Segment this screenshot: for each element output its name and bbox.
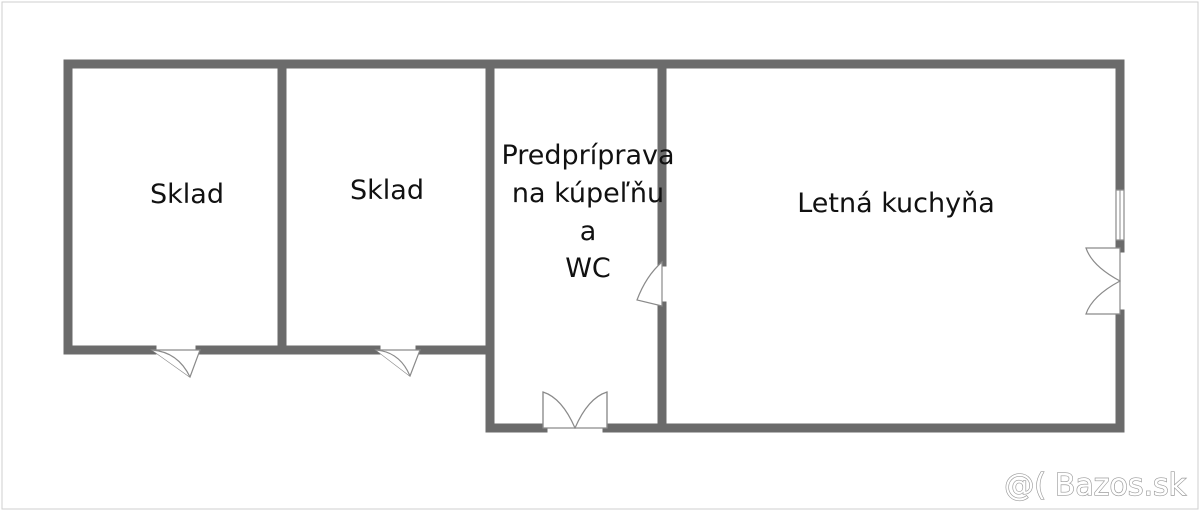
label-predpriprava-line-1: Predprípravа (501, 140, 674, 171)
label-sklad-1: Sklad (150, 179, 224, 210)
door-kuchyna-inner (636, 260, 663, 307)
door-predpriprava-double (542, 391, 608, 429)
label-letna-kuchyna: Letná kuchyňa (797, 188, 995, 219)
door-sklad-1 (150, 349, 201, 378)
room-labels: Sklad Sklad Predprípravа na kúpeľňu a WC… (150, 140, 995, 284)
window-right (1115, 189, 1125, 241)
walls (63, 59, 1125, 433)
door-sklad-2 (374, 349, 421, 377)
watermark: @( Bazos.sk (1004, 467, 1188, 503)
openings (150, 189, 1125, 429)
door-right-double (1085, 247, 1121, 315)
watermark-logo-glyph: @( (1004, 468, 1046, 503)
label-predpriprava-line-3: a (580, 216, 597, 247)
watermark-text: Bazos.sk (1055, 468, 1187, 503)
label-predpriprava-line-4: WC (565, 253, 611, 284)
label-predpriprava-line-2: na kúpeľňu (512, 178, 664, 209)
label-sklad-2: Sklad (350, 175, 424, 206)
